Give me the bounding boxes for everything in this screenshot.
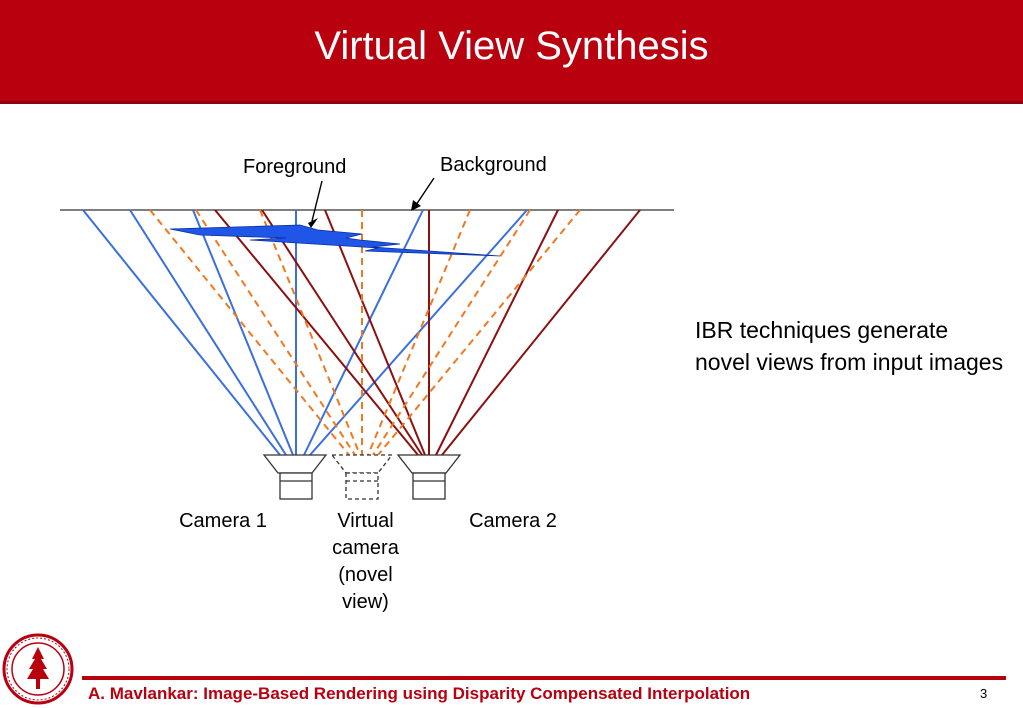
side-description: IBR techniques generate novel views from… xyxy=(695,317,1004,375)
virtual-camera-label-line2: camera xyxy=(332,537,399,559)
foreground-pointer xyxy=(311,180,323,222)
footer-text: A. Mavlankar: Image-Based Rendering usin… xyxy=(88,684,751,703)
page-number: 3 xyxy=(980,686,988,701)
virtual-camera-label: Virtual camera (novel view) xyxy=(318,508,413,616)
virtual-camera-label-line3: (novel xyxy=(338,564,393,586)
camera2-label: Camera 2 xyxy=(469,510,557,532)
virtual-camera-label-line1: Virtual xyxy=(337,510,394,532)
camera2-icon xyxy=(396,454,462,500)
camera1-icon xyxy=(262,454,328,500)
foreground-label: Foreground xyxy=(243,156,347,178)
slide-header: Virtual View Synthesis xyxy=(0,0,1023,104)
background-label: Background xyxy=(440,154,547,176)
virtual-camera-icon xyxy=(330,454,394,500)
foreground-object xyxy=(169,224,501,257)
slide-title: Virtual View Synthesis xyxy=(314,24,709,68)
background-pointer xyxy=(415,177,435,206)
background-pointer-head xyxy=(411,200,421,211)
virtual-camera-label-line4: view) xyxy=(342,591,389,613)
camera1-rays xyxy=(82,209,528,456)
footer-rule xyxy=(82,676,1006,680)
foreground-pointer-head xyxy=(308,218,318,228)
university-seal-logo xyxy=(2,633,74,705)
virtual-camera-rays xyxy=(149,209,581,456)
camera1-label: Camera 1 xyxy=(179,510,267,532)
